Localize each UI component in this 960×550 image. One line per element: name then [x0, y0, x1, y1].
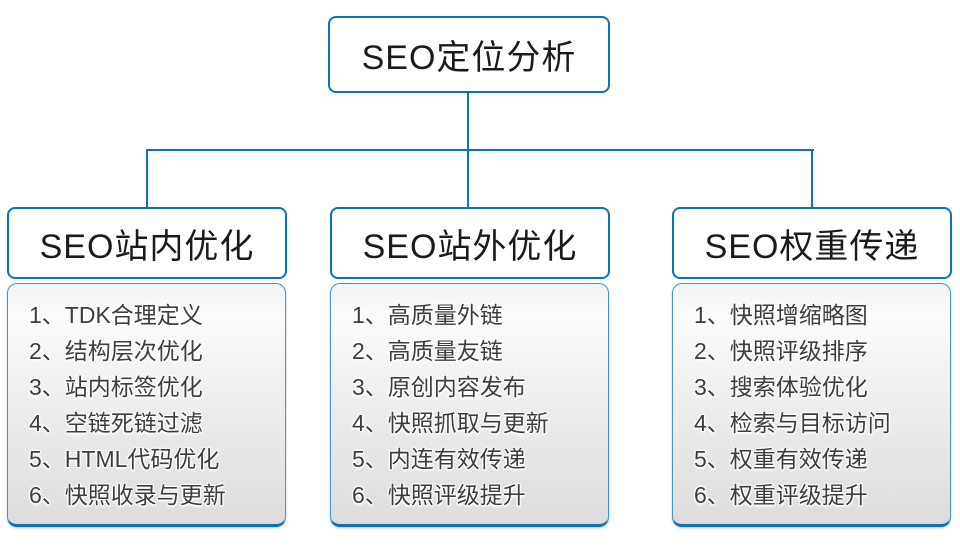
list-item: 5、HTML代码优化: [29, 446, 220, 472]
branch-header-offsite: SEO站外优化: [330, 207, 610, 279]
root-node-seo-positioning: SEO定位分析: [328, 16, 610, 93]
list-item: 4、空链死链过滤: [29, 410, 203, 436]
list-item: 5、权重有效传递: [694, 446, 868, 472]
branch-list-weight: 1、快照增缩略图 2、快照评级排序 3、搜索体验优化 4、检索与目标访问 5、权…: [672, 283, 951, 527]
connector-drop-center: [467, 149, 469, 208]
branch-header-weight-label: SEO权重传递: [704, 227, 920, 266]
list-item: 2、快照评级排序: [694, 338, 868, 364]
list-item: 4、快照抓取与更新: [352, 410, 549, 436]
list-item: 4、检索与目标访问: [694, 410, 891, 436]
connector-horizontal: [146, 149, 814, 151]
branch-header-onsite: SEO站内优化: [7, 207, 287, 279]
list-item: 2、高质量友链: [352, 338, 503, 364]
branch-list-onsite: 1、TDK合理定义 2、结构层次优化 3、站内标签优化 4、空链死链过滤 5、H…: [7, 283, 286, 527]
list-item: 6、权重评级提升: [694, 482, 868, 508]
root-node-label: SEO定位分析: [361, 39, 577, 77]
list-item: 1、TDK合理定义: [29, 302, 203, 328]
list-item: 6、快照收录与更新: [29, 482, 226, 508]
list-item: 6、快照评级提升: [352, 482, 526, 508]
list-item: 3、站内标签优化: [29, 374, 203, 400]
branch-list-offsite: 1、高质量外链 2、高质量友链 3、原创内容发布 4、快照抓取与更新 5、内连有…: [330, 283, 609, 527]
connector-drop-left: [146, 149, 148, 208]
list-item: 3、搜索体验优化: [694, 374, 868, 400]
list-item: 2、结构层次优化: [29, 338, 203, 364]
connector-root-stem: [467, 93, 469, 150]
list-item: 1、高质量外链: [352, 302, 503, 328]
list-item: 5、内连有效传递: [352, 446, 526, 472]
list-item: 3、原创内容发布: [352, 374, 526, 400]
list-item: 1、快照增缩略图: [694, 302, 868, 328]
branch-header-offsite-label: SEO站外优化: [362, 227, 578, 266]
branch-header-weight: SEO权重传递: [672, 207, 952, 279]
branch-header-onsite-label: SEO站内优化: [39, 227, 255, 266]
connector-drop-right: [811, 149, 813, 208]
